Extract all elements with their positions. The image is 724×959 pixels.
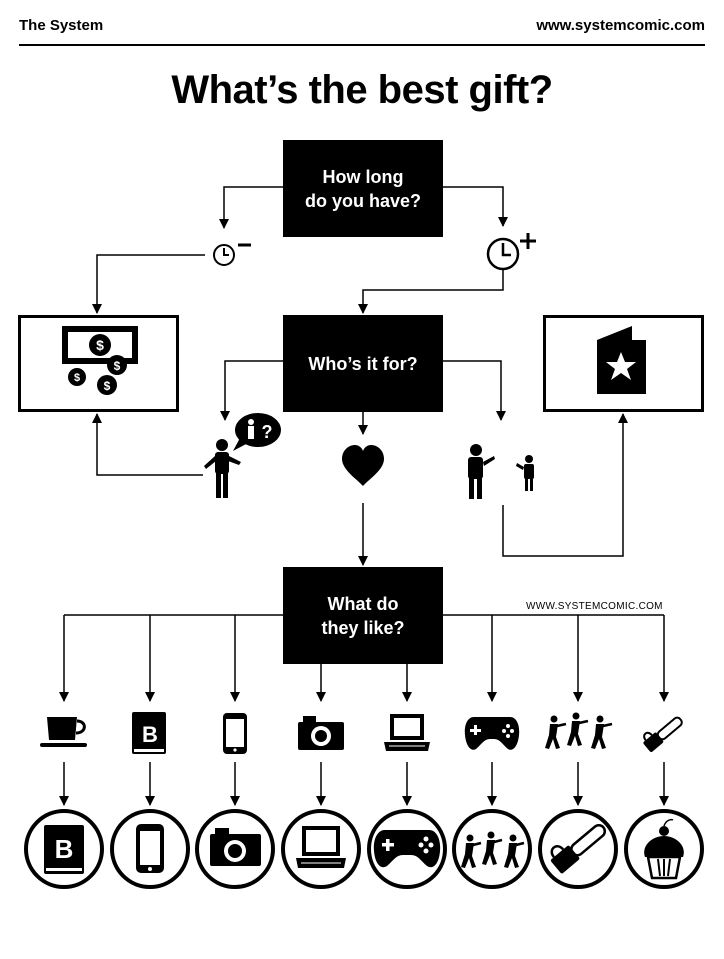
interest-drops — [59, 615, 669, 702]
gift-chainsaw-icon — [550, 823, 607, 874]
site-url[interactable]: www.systemcomic.com — [536, 17, 705, 34]
question-who-for: Who’s it for? — [283, 315, 443, 412]
connectors — [64, 186, 664, 616]
arrow-q1-to-long — [443, 186, 508, 227]
smartphone-icon — [223, 713, 247, 754]
comic-brand: The System — [19, 17, 104, 34]
stranger-icon: ? — [204, 413, 281, 498]
svg-text:$: $ — [114, 359, 121, 373]
book-icon: B — [132, 712, 166, 754]
heart-icon — [342, 445, 384, 486]
arrow-q2-to-stranger — [220, 360, 283, 421]
gift-smartphone-icon — [136, 824, 164, 873]
gift-book-icon: B — [44, 825, 84, 874]
clock-long-icon — [486, 233, 536, 271]
game-controller-icon — [464, 717, 520, 750]
page-title: What’s the best gift? — [171, 68, 553, 112]
header-rule — [19, 44, 705, 46]
gift-camera-icon — [210, 828, 261, 866]
clock-short-icon — [213, 243, 251, 266]
gift-zombies-icon — [461, 831, 525, 868]
gift-laptop-icon — [296, 826, 346, 868]
gift-circles — [24, 809, 704, 889]
money-icon: $ $ $ $ — [62, 326, 138, 395]
gift-game-controller-icon — [373, 830, 441, 868]
arrow-long-to-q2 — [358, 270, 504, 314]
laptop-icon — [384, 714, 430, 751]
svg-text:$: $ — [96, 337, 104, 353]
greeting-card-icon — [597, 326, 646, 394]
chainsaw-icon — [643, 716, 683, 752]
gift-cupcake-icon — [644, 818, 684, 880]
svg-text:?: ? — [262, 422, 273, 442]
zombies-icon — [545, 712, 613, 749]
svg-text:B: B — [55, 834, 74, 864]
gift-arrows — [59, 762, 669, 806]
coffee-cup-icon — [40, 717, 87, 747]
arrow-q1-to-short — [219, 186, 283, 229]
arrow-stranger-to-money — [92, 413, 203, 476]
svg-text:$: $ — [74, 372, 80, 384]
watermark-url: WWW.SYSTEMCOMIC.COM — [526, 601, 663, 612]
arrow-short-to-money — [92, 254, 205, 314]
question-what-like: What do they like? — [283, 567, 443, 664]
acquaintance-icon — [468, 444, 534, 499]
camera-icon — [298, 716, 344, 750]
arrow-acquaintance-to-card — [502, 413, 628, 557]
svg-text:$: $ — [104, 379, 111, 393]
question-how-long: How long do you have? — [283, 140, 443, 237]
svg-text:B: B — [142, 722, 158, 747]
arrow-q2-to-acquaintance — [443, 360, 506, 421]
